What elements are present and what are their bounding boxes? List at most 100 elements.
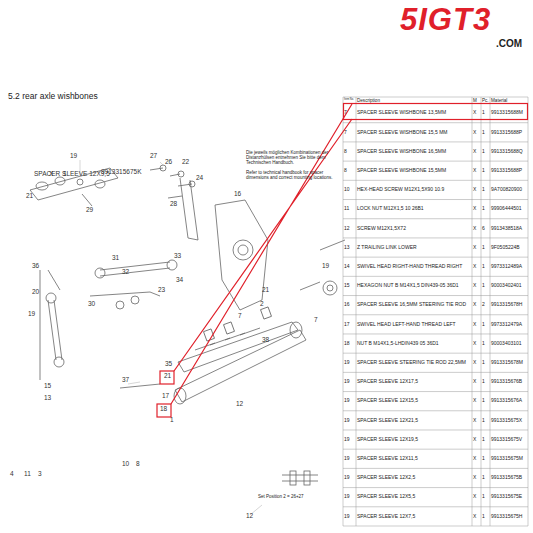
table-cell: 15	[344, 283, 355, 289]
table-cell: 1	[482, 379, 489, 385]
table-rule	[343, 526, 528, 527]
table-cell: 10	[344, 187, 355, 193]
callout-number: 33	[174, 252, 181, 259]
section-title: 5.2 rear axle wishbones	[8, 92, 98, 102]
table-cell: 9973312489A	[491, 264, 527, 270]
table-cell: X	[473, 206, 480, 212]
table-rule	[343, 391, 528, 392]
table-cell: 8	[344, 149, 355, 155]
table-cell: 19	[344, 456, 355, 462]
table-rule	[343, 122, 528, 123]
table-cell: 19	[344, 514, 355, 520]
table-cell: SPACER SLEEVE 12X7,5	[357, 514, 471, 520]
table-rule	[343, 199, 528, 200]
callout-number: 3	[38, 470, 42, 477]
table-cell: SPACER SLEEVE 12X11,5	[357, 456, 471, 462]
table-cell: X	[473, 264, 480, 270]
callout-number: SPACER SLEEVE 12X9,5	[34, 170, 110, 177]
table-cell: X	[473, 168, 480, 174]
table-cell: 9913315676A	[491, 398, 527, 404]
table-cell: 19	[344, 437, 355, 443]
table-cell: 19	[344, 494, 355, 500]
table-cell: 19	[344, 360, 355, 366]
callout-number: 28	[170, 200, 177, 207]
table-rule	[343, 468, 528, 469]
note-text: Die jeweils möglichen Kombinationen der …	[246, 150, 342, 166]
table-cell: X	[473, 379, 480, 385]
callout-number: 15	[44, 382, 51, 389]
callout-number: 1	[63, 170, 67, 177]
callout-number: 8	[136, 460, 140, 467]
table-cell: X	[473, 187, 480, 193]
table-cell: SPACER SLEEVE 12X15,5	[357, 398, 471, 404]
table-cell: HEXAGON NUT B M14X1,5 DIN439-05 36D1	[357, 283, 471, 289]
callout-number: 12	[246, 512, 253, 519]
table-cell: 19	[344, 398, 355, 404]
table-cell: X	[473, 360, 480, 366]
table-cell: LOCK NUT M12X1,5 10 26B1	[357, 206, 471, 212]
table-cell: 90003403101	[491, 341, 527, 347]
callout-number: 20	[32, 288, 39, 295]
table-cell: 18	[344, 341, 355, 347]
callout-number: 21	[164, 372, 171, 379]
table-cell: 17	[344, 322, 355, 328]
table-cell: 19	[344, 379, 355, 385]
table-cell: 9913315675H	[491, 514, 527, 520]
table-cell: 2	[482, 302, 489, 308]
table-cell: 12	[344, 226, 355, 232]
table-cell: X	[473, 494, 480, 500]
table-cell: SWIVEL HEAD RIGHT-HAND THREAD RIGHT	[357, 264, 471, 270]
table-rule	[343, 410, 528, 411]
table-rule	[343, 161, 528, 162]
table-cell: 9F0505224B	[491, 245, 527, 251]
table-cell: SPACER SLEEVE 16,5MM STEERING TIE ROD	[357, 302, 471, 308]
logo-domain: .COM	[496, 38, 522, 50]
table-cell: 1	[482, 168, 489, 174]
table-cell: 9913315688P	[491, 168, 527, 174]
table-cell: X	[473, 475, 480, 481]
callout-number: 12	[236, 400, 243, 407]
callout-number: 21	[26, 192, 33, 199]
table-cell: 9973312479A	[491, 322, 527, 328]
table-rule	[343, 218, 528, 219]
table-cell: 9913315675V	[491, 437, 527, 443]
table-cell: 9913315675X	[491, 418, 527, 424]
table-cell: 7	[344, 130, 355, 136]
table-cell: HEX-HEAD SCREW M12X1,5X90 10.9	[357, 187, 471, 193]
table-cell: NUT B M14X1,5-LHDIN439 05 36D1	[357, 341, 471, 347]
table-rule	[343, 97, 528, 98]
table-header: Description	[357, 98, 471, 103]
table-rule	[343, 257, 528, 258]
table-header: Item No.	[344, 99, 355, 102]
table-cell: SPACER SLEEVE WISHBONE 16,5MM	[357, 149, 471, 155]
table-cell: 9913438518A	[491, 226, 527, 232]
table-cell: SPACER SLEEVE WISHBONE 13,5MM	[357, 110, 471, 116]
callout-number: 10	[122, 460, 129, 467]
table-cell: SWIVEL HEAD LEFT-HAND THREAD LEFT	[357, 322, 471, 328]
logo-text: 5IGT3	[400, 2, 491, 38]
table-cell: 8	[344, 168, 355, 174]
table-cell: 9913315676B	[491, 379, 527, 385]
table-cell: 1	[482, 341, 489, 347]
table-cell: 9A700820900	[491, 187, 527, 193]
callout-number: 16	[234, 190, 241, 197]
table-cell: SPACER SLEEVE WISHBONE 15,5 MM	[357, 130, 471, 136]
table-cell: X	[473, 418, 480, 424]
callout-number: 22	[182, 158, 189, 165]
callout-number: X	[49, 170, 53, 177]
table-cell: SPACER SLEEVE STEERING TIE ROD 22,5MM	[357, 360, 471, 366]
callout-number: 30	[88, 300, 95, 307]
table-cell: 7	[344, 110, 355, 116]
callout-number: 23	[158, 286, 165, 293]
table-cell: SPACER SLEEVE 12X5,5	[357, 494, 471, 500]
table-cell: X	[473, 149, 480, 155]
table-cell: 9913315675B	[491, 475, 527, 481]
table-cell: 6	[482, 226, 489, 232]
callout-number: 18	[160, 405, 167, 412]
callout-number: 2	[260, 300, 264, 307]
callout-number: 1	[170, 416, 174, 423]
table-cell: X	[473, 130, 480, 136]
table-cell: 1	[482, 514, 489, 520]
table-rule	[343, 449, 528, 450]
